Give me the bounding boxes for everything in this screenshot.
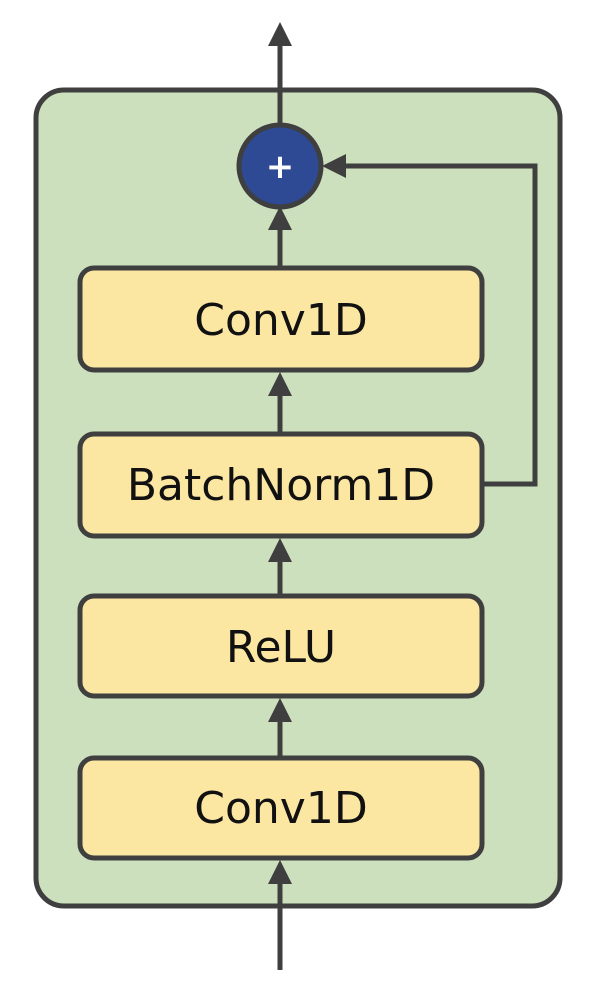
add-node-symbol: + <box>266 147 295 187</box>
input-arrow <box>268 860 292 970</box>
add-node: + <box>236 122 324 210</box>
block-conv1d-bottom: Conv1D <box>77 755 485 861</box>
arrow-conv1d-bottom-to-relu <box>268 698 292 758</box>
arrow-batchnorm-to-conv1d-top <box>268 372 292 434</box>
block-conv1d-top: Conv1D <box>77 265 485 373</box>
skip-connection-arrow <box>322 154 538 487</box>
block-relu: ReLU <box>77 593 485 699</box>
block-batchnorm1d: BatchNorm1D <box>77 431 485 539</box>
arrow-conv1d-top-to-add <box>268 206 292 268</box>
block-batchnorm1d-label: BatchNorm1D <box>127 460 435 511</box>
block-relu-label: ReLU <box>226 622 336 673</box>
block-conv1d-bottom-label: Conv1D <box>194 783 367 834</box>
arrow-relu-to-batchnorm <box>268 538 292 596</box>
output-arrow <box>268 22 292 132</box>
block-conv1d-top-label: Conv1D <box>194 295 367 346</box>
